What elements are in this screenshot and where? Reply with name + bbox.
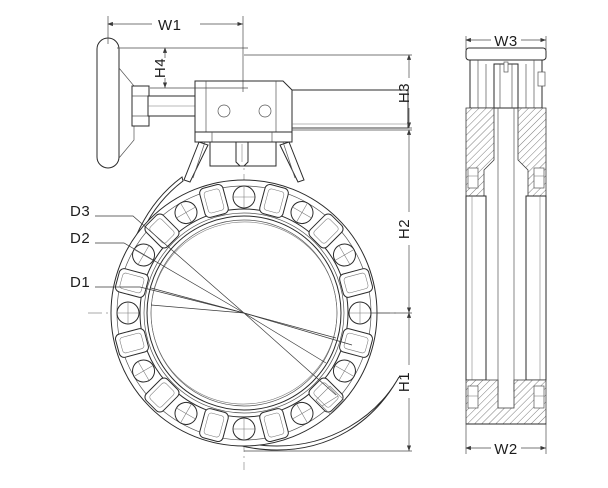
dimension-h2: H2 xyxy=(292,129,413,314)
dimension-w3: W3 xyxy=(465,33,547,50)
dimension-label-h2: H2 xyxy=(396,219,413,239)
dimension-label-h3: H3 xyxy=(396,83,413,103)
dimension-label-w2: W2 xyxy=(494,441,518,458)
dimension-h4: H4 xyxy=(117,47,248,89)
gearbox-housing xyxy=(194,80,409,143)
diameter-leader-lines xyxy=(95,215,353,396)
diameter-label-d2: D2 xyxy=(70,230,90,247)
valve-neck xyxy=(183,141,305,183)
diameter-label-d3: D3 xyxy=(70,203,90,220)
dimension-h1: H1 xyxy=(244,312,413,452)
lower-right-detail-mark xyxy=(315,385,345,415)
dimension-label-h4: H4 xyxy=(152,58,169,78)
valve-stem xyxy=(147,95,197,117)
side-section-view xyxy=(465,47,547,425)
flange-lugs-and-bolt-holes xyxy=(114,183,374,443)
dimension-w1: W1 xyxy=(107,16,244,92)
dimension-label-w1: W1 xyxy=(158,17,182,34)
handwheel xyxy=(96,37,150,169)
dimension-w2: W2 xyxy=(465,424,547,458)
dimension-label-h1: H1 xyxy=(396,372,413,392)
dimension-h3: H3 xyxy=(244,54,413,129)
diameter-label-d1: D1 xyxy=(70,274,90,291)
dimension-label-w3: W3 xyxy=(494,33,518,50)
